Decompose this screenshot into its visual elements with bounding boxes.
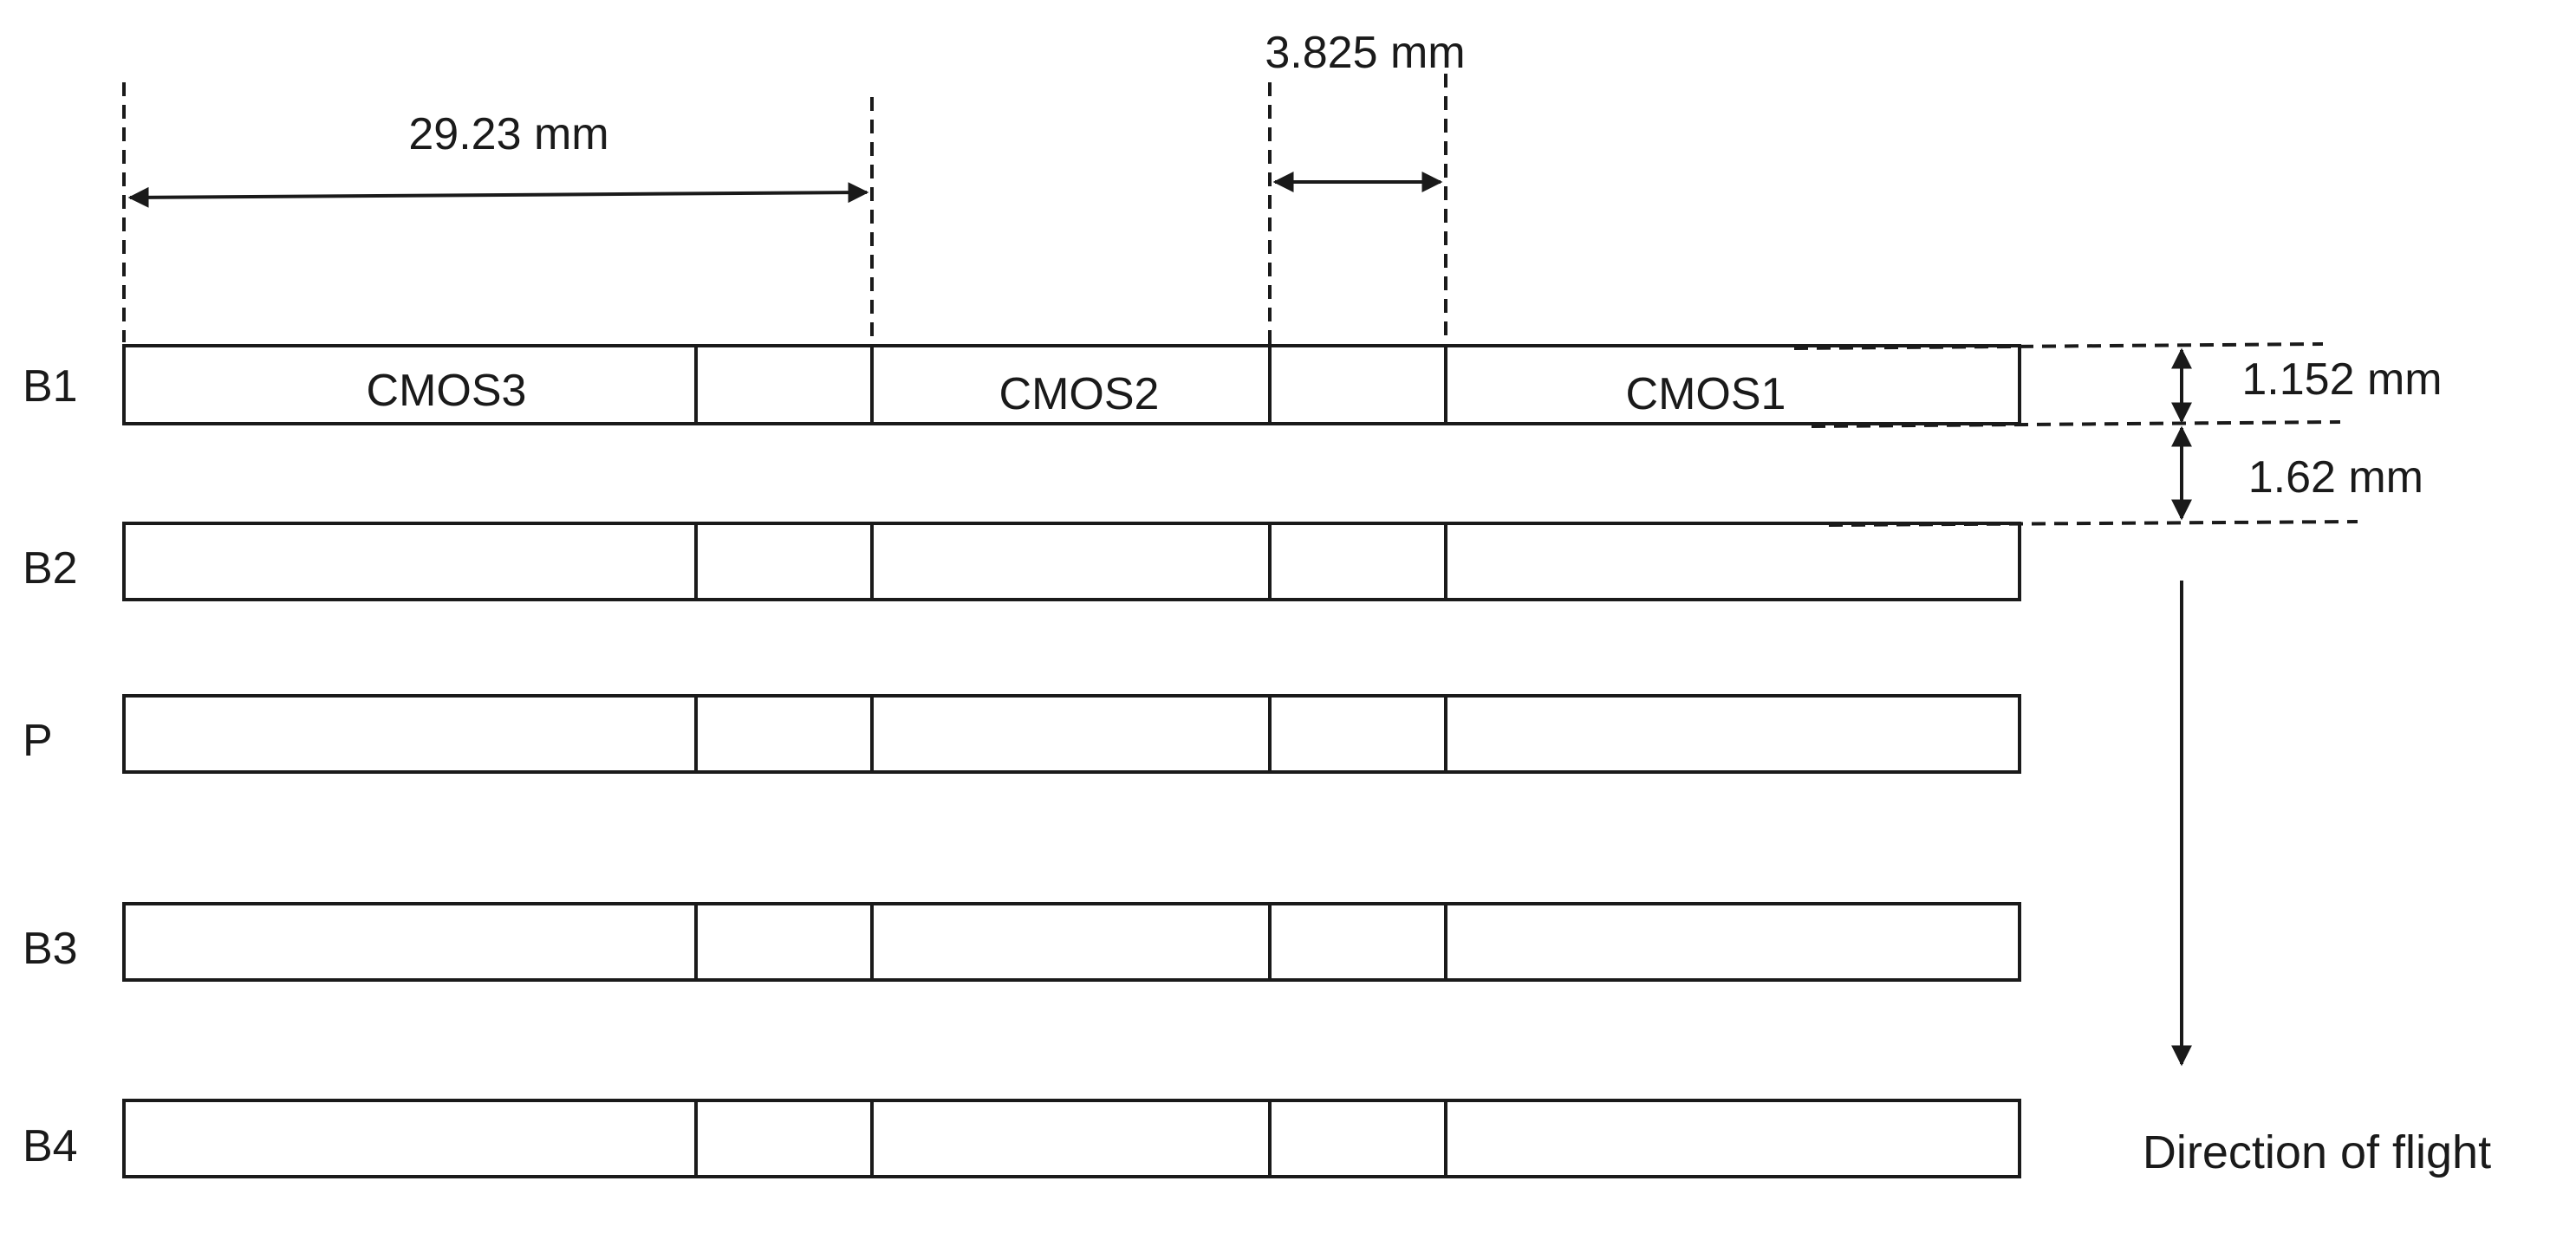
gap-segment bbox=[694, 522, 874, 601]
cmos-width-arrow bbox=[127, 182, 869, 208]
band-label-b4: B4 bbox=[23, 1121, 78, 1171]
gap-width-label: 3.825 mm bbox=[1265, 28, 1465, 78]
gap-segment bbox=[1268, 522, 1447, 601]
gap-segment bbox=[1268, 694, 1447, 774]
band-spacing-label: 1.62 mm bbox=[2248, 452, 2423, 503]
band-row-b4 bbox=[122, 1099, 2021, 1178]
cmos2-segment bbox=[870, 902, 1272, 982]
gap-segment bbox=[694, 694, 874, 774]
band-row-p bbox=[122, 694, 2021, 774]
gap-segment bbox=[694, 902, 874, 982]
cmos2-segment bbox=[870, 1099, 1272, 1178]
guide-b1-bottom bbox=[1811, 420, 2341, 428]
guide-b1-top bbox=[1793, 342, 2324, 350]
cmos1-segment bbox=[1444, 1099, 2021, 1178]
cmos-label-2: CMOS2 bbox=[999, 369, 1160, 419]
band-row-b1 bbox=[122, 344, 2021, 425]
band-label-p: P bbox=[23, 716, 53, 766]
cmos-width-label: 29.23 mm bbox=[408, 109, 608, 159]
cmos1-segment bbox=[1444, 344, 2021, 425]
cmos3-segment bbox=[122, 1099, 698, 1178]
guide-b2-top bbox=[1828, 520, 2358, 527]
cmos3-segment bbox=[122, 694, 698, 774]
band-height-label: 1.152 mm bbox=[2241, 354, 2442, 405]
band-label-b2: B2 bbox=[23, 543, 78, 594]
cmos1-segment bbox=[1444, 522, 2021, 601]
flight-direction-label: Direction of flight bbox=[2143, 1126, 2491, 1178]
cmos1-segment bbox=[1444, 902, 2021, 982]
gap-segment bbox=[1268, 1099, 1447, 1178]
cmos3-segment bbox=[122, 522, 698, 601]
band-label-b1: B1 bbox=[23, 361, 78, 412]
gap-segment bbox=[694, 344, 874, 425]
cmos2-segment bbox=[870, 522, 1272, 601]
band-row-b2 bbox=[122, 522, 2021, 601]
band-row-b3 bbox=[122, 902, 2021, 982]
gap-segment bbox=[1268, 344, 1447, 425]
cmos1-segment bbox=[1444, 694, 2021, 774]
cmos-label-1: CMOS1 bbox=[1626, 369, 1786, 419]
cmos3-segment bbox=[122, 902, 698, 982]
band-label-b3: B3 bbox=[23, 924, 78, 974]
cmos-label-3: CMOS3 bbox=[367, 366, 527, 416]
gap-segment bbox=[1268, 902, 1447, 982]
gap-segment bbox=[694, 1099, 874, 1178]
cmos2-segment bbox=[870, 694, 1272, 774]
